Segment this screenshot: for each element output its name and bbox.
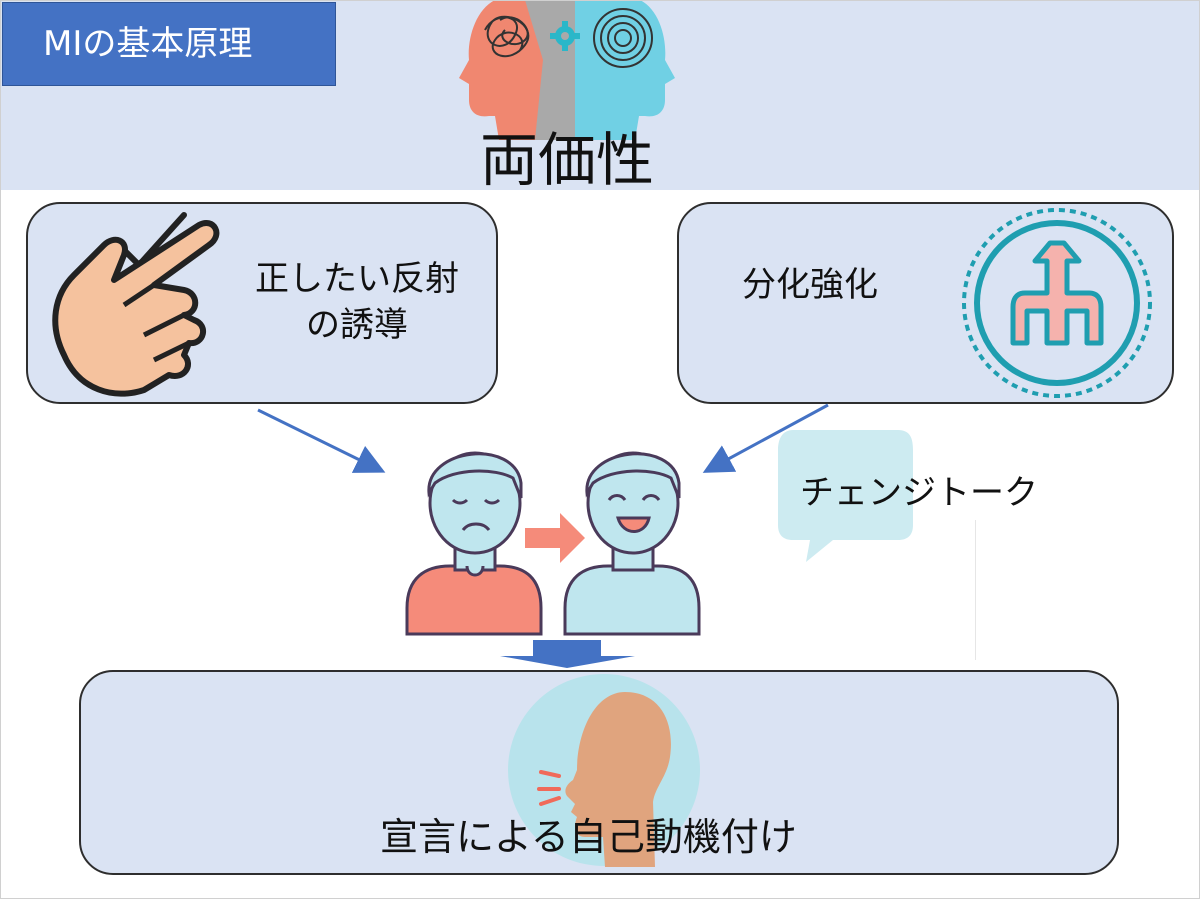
down-arrow bbox=[500, 640, 635, 668]
sad-person bbox=[405, 451, 543, 636]
spiral-lines bbox=[593, 8, 653, 68]
righting-reflex-line2: の誘導 bbox=[306, 305, 408, 345]
speaking-head-shape bbox=[565, 692, 671, 867]
gear-icon bbox=[550, 21, 580, 51]
sad-to-happy-people-icon bbox=[405, 451, 701, 636]
left-head-shape bbox=[459, 0, 555, 140]
pointing-hand-icon bbox=[52, 212, 220, 397]
differential-reinforcement-label: 分化強化 bbox=[742, 265, 878, 305]
change-talk-label: チェンジトーク bbox=[800, 473, 1038, 513]
speech-bubble-icon bbox=[778, 430, 913, 562]
branch-arrow-icon bbox=[962, 208, 1152, 398]
speaking-head-icon bbox=[508, 674, 700, 867]
two-heads-icon bbox=[459, 0, 675, 140]
ambivalence-label: 両価性 bbox=[480, 126, 655, 194]
sound-lines bbox=[537, 770, 561, 806]
righting-reflex-label: 正したい反射 の誘導 bbox=[232, 256, 482, 348]
arrow-right-to-people bbox=[702, 403, 829, 473]
right-head-shape bbox=[575, 0, 675, 140]
slide-title: MIの基本原理 bbox=[2, 2, 336, 86]
tangle-scribble bbox=[484, 15, 530, 58]
righting-reflex-line1: 正したい反射 bbox=[255, 259, 459, 299]
change-arrow bbox=[525, 513, 585, 563]
branch-arrow-shape bbox=[1010, 240, 1104, 346]
arrow-left-to-people bbox=[257, 408, 386, 473]
happy-person bbox=[563, 451, 701, 636]
self-motivation-label: 宣言による自己動機付け bbox=[380, 815, 797, 859]
divider-line bbox=[975, 520, 976, 660]
